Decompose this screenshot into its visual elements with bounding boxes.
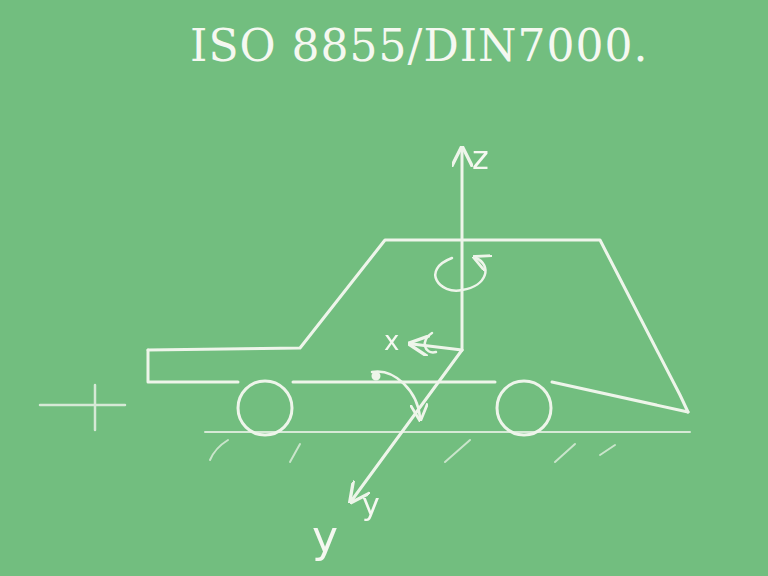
car-body-top <box>148 240 688 412</box>
car-sill <box>293 381 495 384</box>
car-front <box>148 350 238 382</box>
chalk-mark <box>40 385 125 430</box>
axis-label: x <box>384 328 399 354</box>
yaw-arrow <box>435 258 485 291</box>
front-wheel <box>238 381 292 435</box>
x-axis <box>412 344 462 350</box>
y-axis <box>352 350 462 500</box>
axis-label: z <box>472 142 489 174</box>
pitch-arrow <box>372 372 420 418</box>
axis-label: y <box>312 515 338 559</box>
ground-line <box>205 431 690 433</box>
axis-label: y <box>362 490 380 520</box>
ground-hatch <box>210 440 615 462</box>
roll-arrow <box>425 333 436 352</box>
rear-wheel <box>497 381 551 435</box>
car-rear-bottom <box>552 382 688 412</box>
z-axis <box>461 150 464 350</box>
chalk-dot <box>373 373 379 379</box>
standard-title: ISO 8855/DIN7000. <box>190 24 649 68</box>
